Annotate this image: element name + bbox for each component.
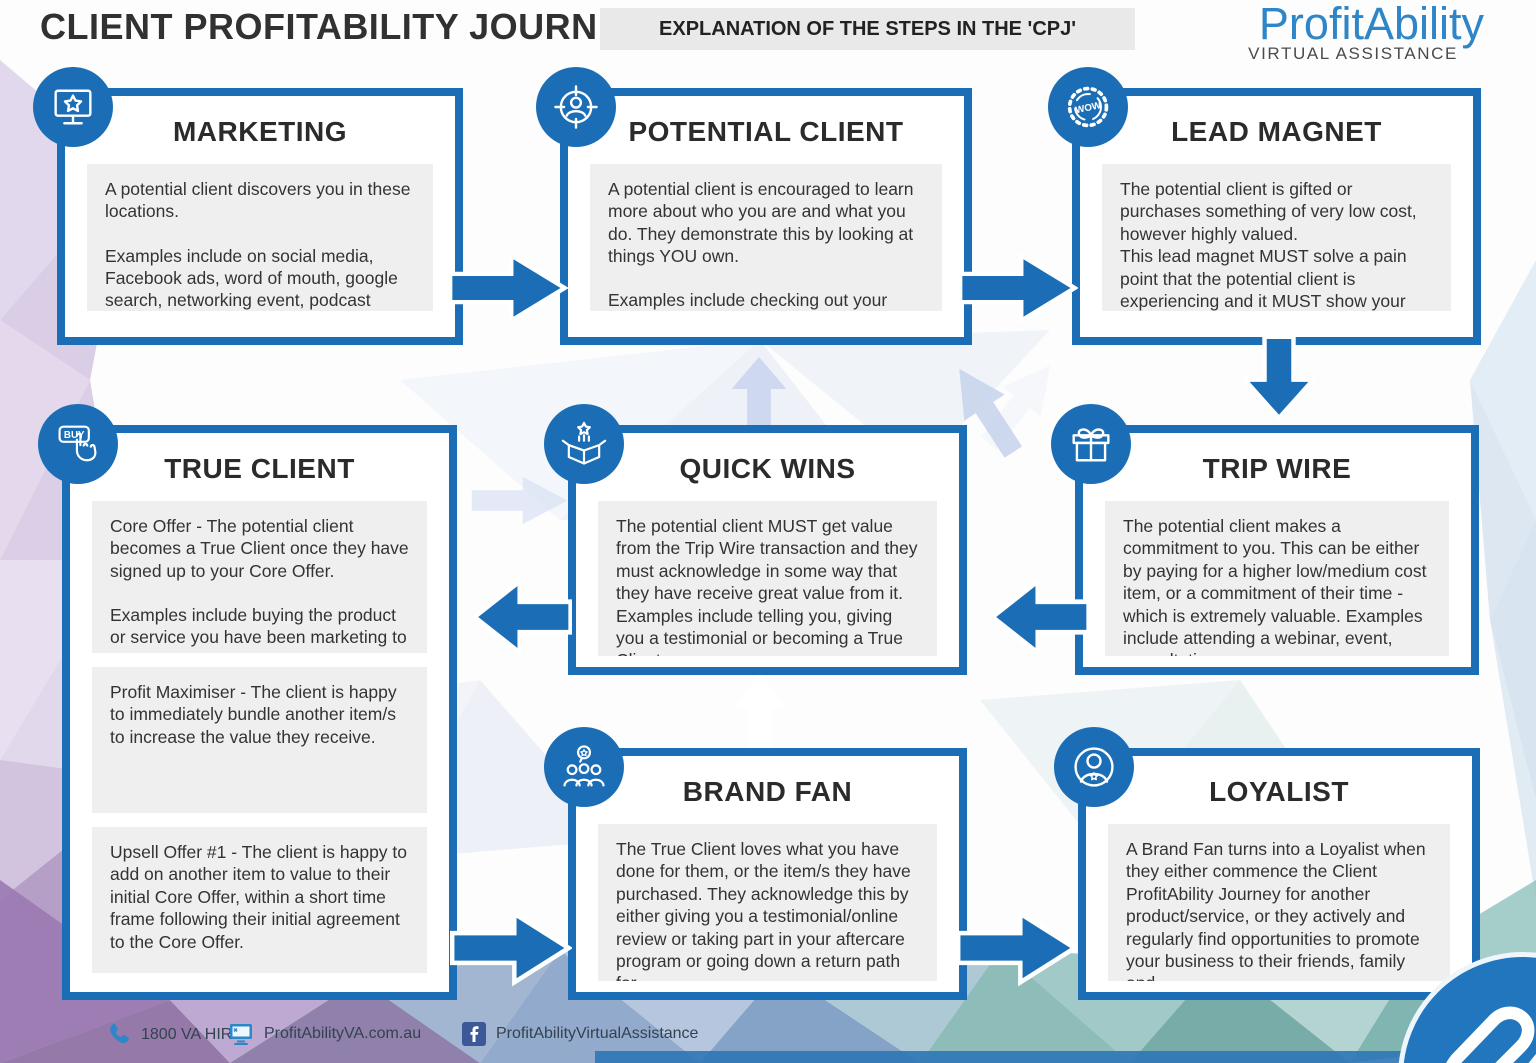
footer-website-text[interactable]: ProfitAbilityVA.com.au: [264, 1025, 422, 1042]
paperclip-icon: [1446, 1006, 1536, 1063]
people-group-icon: [544, 727, 624, 807]
wow-badge-icon: WOW: [1048, 67, 1128, 147]
white-up-arrow-brandfan-to-quickwins: [732, 674, 788, 749]
gift-icon: [1051, 404, 1131, 484]
step-text-brand-fan: The True Client loves what you have done…: [598, 824, 937, 981]
phone-icon: [110, 1023, 129, 1044]
step-title-marketing: MARKETING: [172, 116, 348, 147]
facebook-icon: [462, 1022, 486, 1046]
arrow-trip-wire-to-quick-wins: [990, 577, 1090, 657]
logo-tagline: VIRTUAL ASSISTANCE: [1248, 44, 1458, 64]
step-text-true-client-profit-maximiser: Profit Maximiser - The client is happy t…: [92, 667, 427, 813]
buy-button-icon: BUY: [38, 404, 118, 484]
step-title-brand-fan: BRAND FAN: [682, 776, 853, 807]
step-text-true-client-core-offer: Core Offer - The potential client become…: [92, 501, 427, 653]
arrow-true-client-to-brand-fan: [450, 909, 572, 987]
arrow-marketing-to-potential-client: [448, 251, 568, 325]
step-text-quick-wins: The potential client MUST get value from…: [598, 501, 937, 656]
step-title-loyalist: LOYALIST: [1209, 776, 1349, 807]
open-box-star-icon: [544, 404, 624, 484]
footer-facebook-text[interactable]: ProfitAbilityVirtualAssistance: [496, 1025, 699, 1042]
explanation-banner: EXPLANATION OF THE STEPS IN THE 'CPJ': [600, 8, 1135, 50]
arrow-brand-fan-to-loyalist: [956, 909, 1078, 987]
step-title-true-client: TRUE CLIENT: [164, 453, 355, 484]
profitability-logo: ProfitAbility VIRTUAL ASSISTANCE: [1248, 0, 1484, 64]
step-box-quick-wins: QUICK WINS The potential client MUST get…: [544, 404, 967, 675]
step-text-trip-wire: The potential client makes a commitment …: [1105, 501, 1449, 656]
footer-facebook[interactable]: ProfitAbilityVirtualAssistance: [462, 1022, 698, 1046]
monitor-icon: [230, 1024, 252, 1045]
footer-website[interactable]: ProfitAbilityVA.com.au: [228, 1022, 421, 1046]
step-text-true-client-upsell-offer: Upsell Offer #1 - The client is happy to…: [92, 827, 427, 973]
step-text-potential-client: A potential client is encouraged to lear…: [590, 164, 942, 311]
faded-right-arrow-trueclient-to-quickwins: [471, 476, 568, 525]
step-box-trip-wire: TRIP WIRE The potential client makes a c…: [1051, 404, 1479, 675]
step-title-lead-magnet: LEAD MAGNET: [1171, 116, 1382, 147]
footer-phone-text: 1800 VA HIRE: [141, 1026, 243, 1043]
arrow-potential-client-to-lead-magnet: [958, 251, 1078, 325]
step-box-lead-magnet: WOW LEAD MAGNET The potential client is …: [1048, 67, 1481, 345]
person-target-icon: [536, 67, 616, 147]
monitor-star-icon: [33, 67, 113, 147]
step-box-potential-client: POTENTIAL CLIENT A potential client is e…: [536, 67, 972, 345]
logo-wordmark: ProfitAbility: [1258, 0, 1484, 49]
step-title-trip-wire: TRIP WIRE: [1202, 453, 1352, 484]
person-star-icon: [1054, 727, 1134, 807]
arrow-lead-magnet-to-trip-wire: [1241, 336, 1317, 420]
step-title-quick-wins: QUICK WINS: [679, 453, 856, 484]
step-text-lead-magnet: The potential client is gifted or purcha…: [1102, 164, 1451, 311]
faded-diagonal-arrow-to-potentialclient: [959, 368, 1023, 458]
footer-phone: 1800 VA HIRE: [105, 1022, 243, 1048]
wow-badge-label: WOW: [1074, 100, 1102, 116]
step-box-brand-fan: BRAND FAN The True Client loves what you…: [544, 727, 967, 1000]
step-text-marketing: A potential client discovers you in thes…: [87, 164, 433, 311]
step-box-marketing: MARKETING A potential client discovers y…: [33, 67, 463, 345]
step-title-potential-client: POTENTIAL CLIENT: [628, 116, 904, 147]
step-text-loyalist: A Brand Fan turns into a Loyalist when t…: [1108, 824, 1450, 981]
step-box-loyalist: LOYALIST A Brand Fan turns into a Loyali…: [1054, 727, 1480, 1000]
faded-up-arrow-quickwins-to-potentialclient: [731, 356, 787, 426]
step-box-true-client: BUY TRUE CLIENT Core Offer - The potenti…: [38, 404, 457, 1000]
buy-button-label: BUY: [64, 430, 85, 441]
page-title: CLIENT PROFITABILITY JOURNEY: [40, 6, 647, 47]
arrow-quick-wins-to-true-client: [472, 577, 572, 657]
